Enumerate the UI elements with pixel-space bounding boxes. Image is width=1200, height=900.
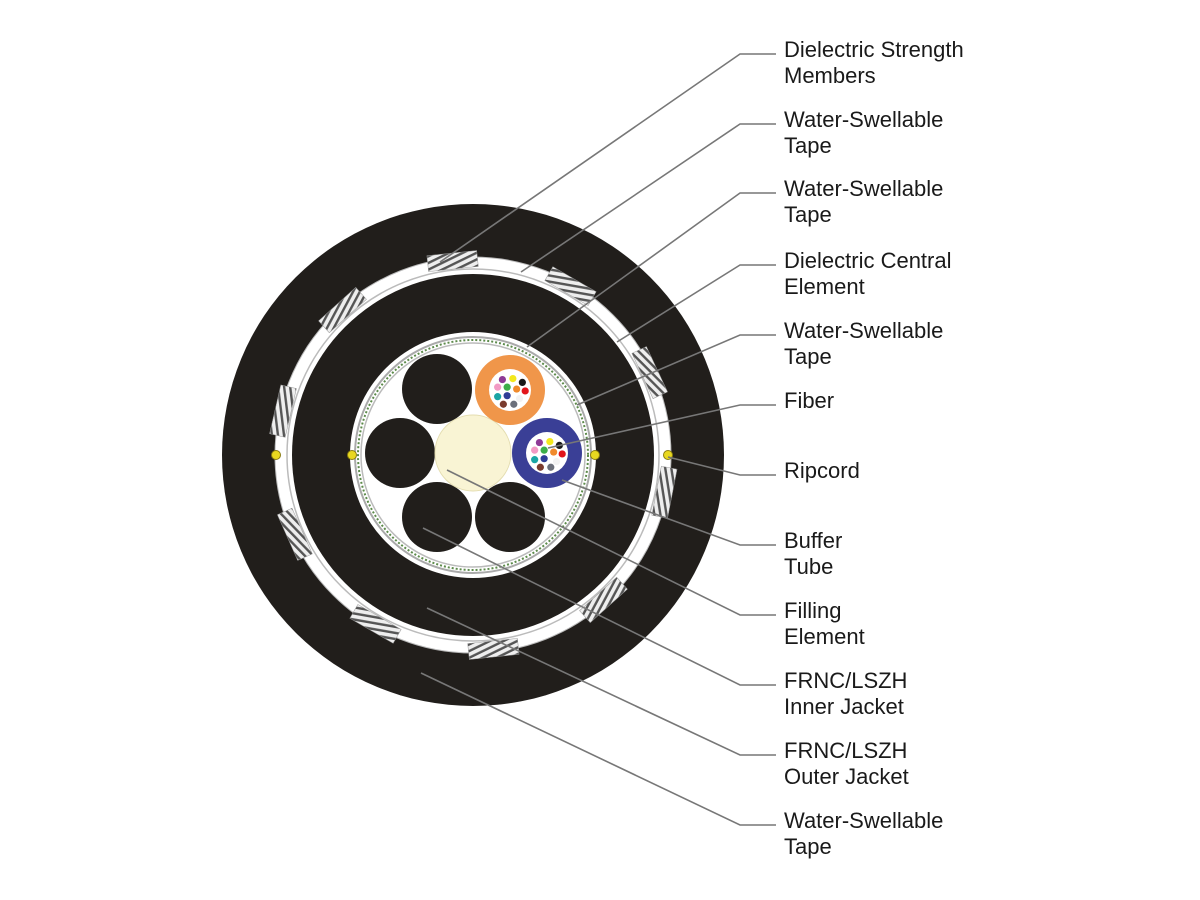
label-water-swellable-tape-1: Water-Swellable Tape (784, 107, 944, 158)
strength-member (467, 638, 520, 660)
fiber (498, 375, 506, 384)
label-water-swellable-tape-3: Water-Swellable Tape (784, 318, 944, 369)
fiber (558, 450, 566, 458)
leader-line-dielectric-strength-members (439, 53, 776, 263)
label-filling-element: Filling Element (784, 598, 865, 649)
leader-line-ripcord (667, 456, 776, 476)
leader-line-water-swellable-tape-2 (526, 192, 776, 348)
strength-member (277, 507, 313, 561)
fiber (535, 438, 544, 447)
label-ripcord: Ripcord (784, 458, 860, 483)
leader-line-dielectric-central-element (616, 264, 776, 343)
tape-edge (286, 268, 660, 642)
strength-member (651, 465, 678, 519)
fiber (552, 457, 561, 466)
central-filling-element (434, 414, 512, 492)
filler-rod (402, 354, 472, 424)
fiber (550, 448, 558, 456)
leader-line-inner-jacket (422, 527, 776, 686)
ripcord (590, 450, 600, 460)
leader-line-water-swellable-tape-3 (576, 334, 776, 406)
fiber (540, 446, 548, 454)
filler-rod (475, 482, 545, 552)
fiber (499, 400, 507, 408)
strength-member (544, 266, 597, 306)
fiber (515, 394, 524, 403)
label-dielectric-strength-members: Dielectric Strength Members (784, 37, 964, 88)
strength-member (269, 384, 297, 438)
fiber (536, 463, 544, 471)
label-fiber: Fiber (784, 388, 835, 413)
label-water-swellable-tape-2: Water-Swellable Tape (784, 176, 944, 227)
label-outer-jacket: FRNC/LSZH Outer Jacket (784, 738, 909, 789)
strength-member (631, 346, 668, 399)
strength-member (349, 604, 402, 644)
fiber (494, 383, 502, 391)
label-inner-jacket: FRNC/LSZH Inner Jacket (784, 668, 908, 719)
leader-line-fiber (547, 404, 776, 449)
fiber (509, 375, 517, 383)
fiber (494, 393, 502, 401)
label-buffer-tube: Buffer Tube (784, 528, 843, 579)
fiber (518, 378, 526, 386)
core-tape-inner-ring (360, 342, 586, 568)
fiber (503, 383, 511, 391)
filler-rod (365, 418, 435, 488)
leader-line-buffer-tube (561, 479, 776, 546)
fiber (513, 385, 521, 393)
fiber (546, 438, 554, 446)
leader-line-filling-element (446, 469, 776, 616)
core-tape-ring (357, 339, 589, 571)
leader-line-outer-jacket (426, 607, 776, 756)
leader-line-water-swellable-tape-4 (420, 672, 776, 826)
leader-line-water-swellable-tape-1 (520, 123, 776, 273)
fiber (531, 446, 539, 454)
label-dielectric-central-element: Dielectric Central Element (784, 248, 952, 299)
ripcord (271, 450, 281, 460)
label-water-swellable-tape-4: Water-Swellable Tape (784, 808, 944, 859)
fiber (540, 455, 548, 463)
ripcord (347, 450, 357, 460)
filler-rod (402, 482, 472, 552)
fiber (510, 400, 518, 408)
strength-member (318, 287, 367, 334)
fiber (531, 456, 539, 464)
fiber (521, 387, 529, 395)
fiber (547, 463, 555, 471)
fiber (503, 392, 511, 400)
